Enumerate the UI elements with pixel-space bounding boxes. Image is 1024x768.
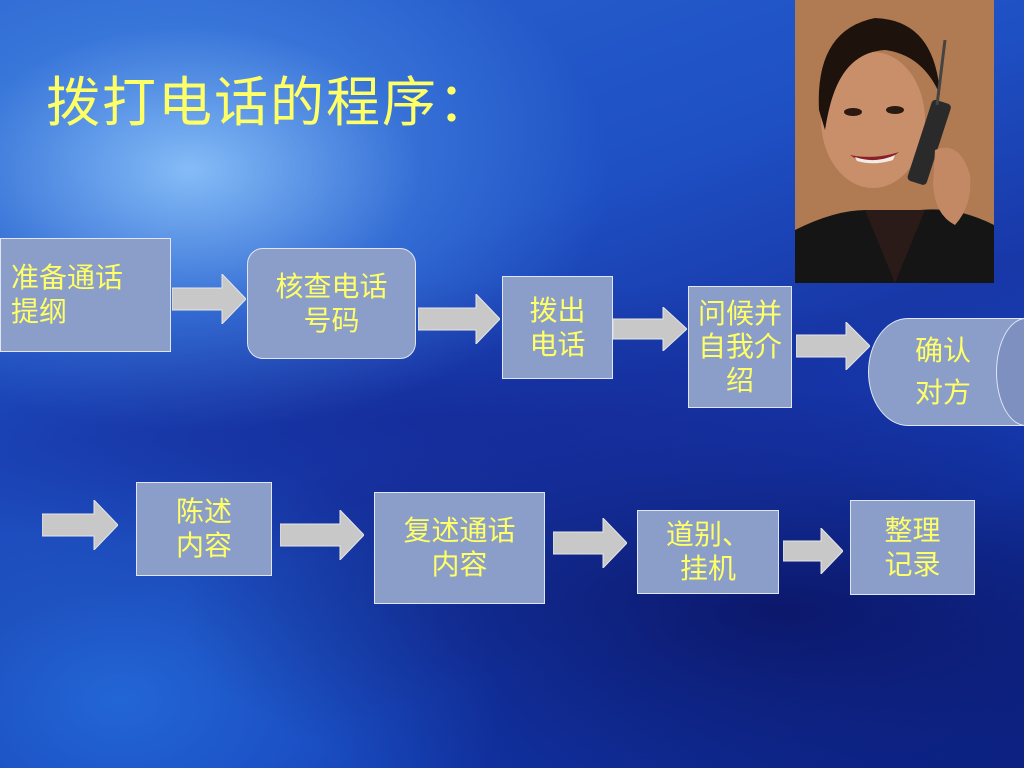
step-box-goodbye-hangup: 道别、挂机 [637, 510, 779, 594]
step-label: 拨出电话 [529, 293, 586, 361]
step-box-organize-records: 整理记录 [850, 500, 975, 595]
flow-arrow-icon [418, 294, 500, 344]
step-label: 准备通话提纲 [11, 261, 124, 328]
slide-title: 拨打电话的程序： [46, 71, 494, 134]
flow-arrow-icon [553, 518, 627, 568]
step-label: 陈述内容 [175, 495, 232, 562]
flow-arrow-icon [172, 274, 246, 324]
step-label: 问候并自我介绍 [697, 296, 782, 397]
step-label: 复述通话内容 [403, 514, 516, 581]
step-label: 确认对方 [914, 334, 971, 409]
step-box-state-content: 陈述内容 [136, 482, 272, 576]
flow-arrow-icon [280, 510, 364, 560]
flow-arrow-icon [613, 307, 687, 351]
step-box-greet-introduce: 问候并自我介绍 [688, 286, 792, 408]
woman-on-phone-photo [795, 0, 994, 283]
step-box-prepare-outline: 准备通话提纲 [0, 238, 171, 352]
step-box-check-number: 核查电话号码 [247, 248, 416, 359]
step-box-dial: 拨出电话 [502, 276, 613, 379]
flow-arrow-icon [796, 322, 870, 370]
step-label: 整理记录 [884, 513, 941, 581]
flow-arrow-icon [783, 528, 843, 574]
flow-arrow-icon [42, 500, 118, 550]
step-label: 道别、挂机 [665, 518, 750, 585]
step-label: 核查电话号码 [275, 269, 388, 337]
step-box-repeat-content: 复述通话内容 [374, 492, 545, 604]
